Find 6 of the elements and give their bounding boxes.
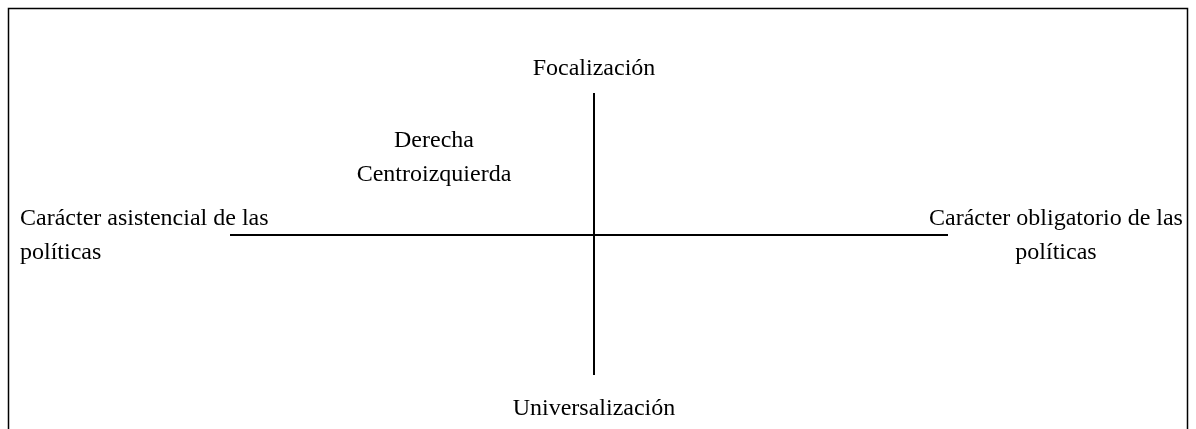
quadrant-label: Derecha [393,125,475,154]
axis-label: Carácter obligatorio de las políticas [928,203,1184,266]
axis-label: Universalización [511,393,677,422]
axis-label: Carácter asistencial de las políticas [20,203,270,266]
quadrant-label: Centroizquierda [355,159,513,188]
axis-label: Focalización [531,53,657,82]
